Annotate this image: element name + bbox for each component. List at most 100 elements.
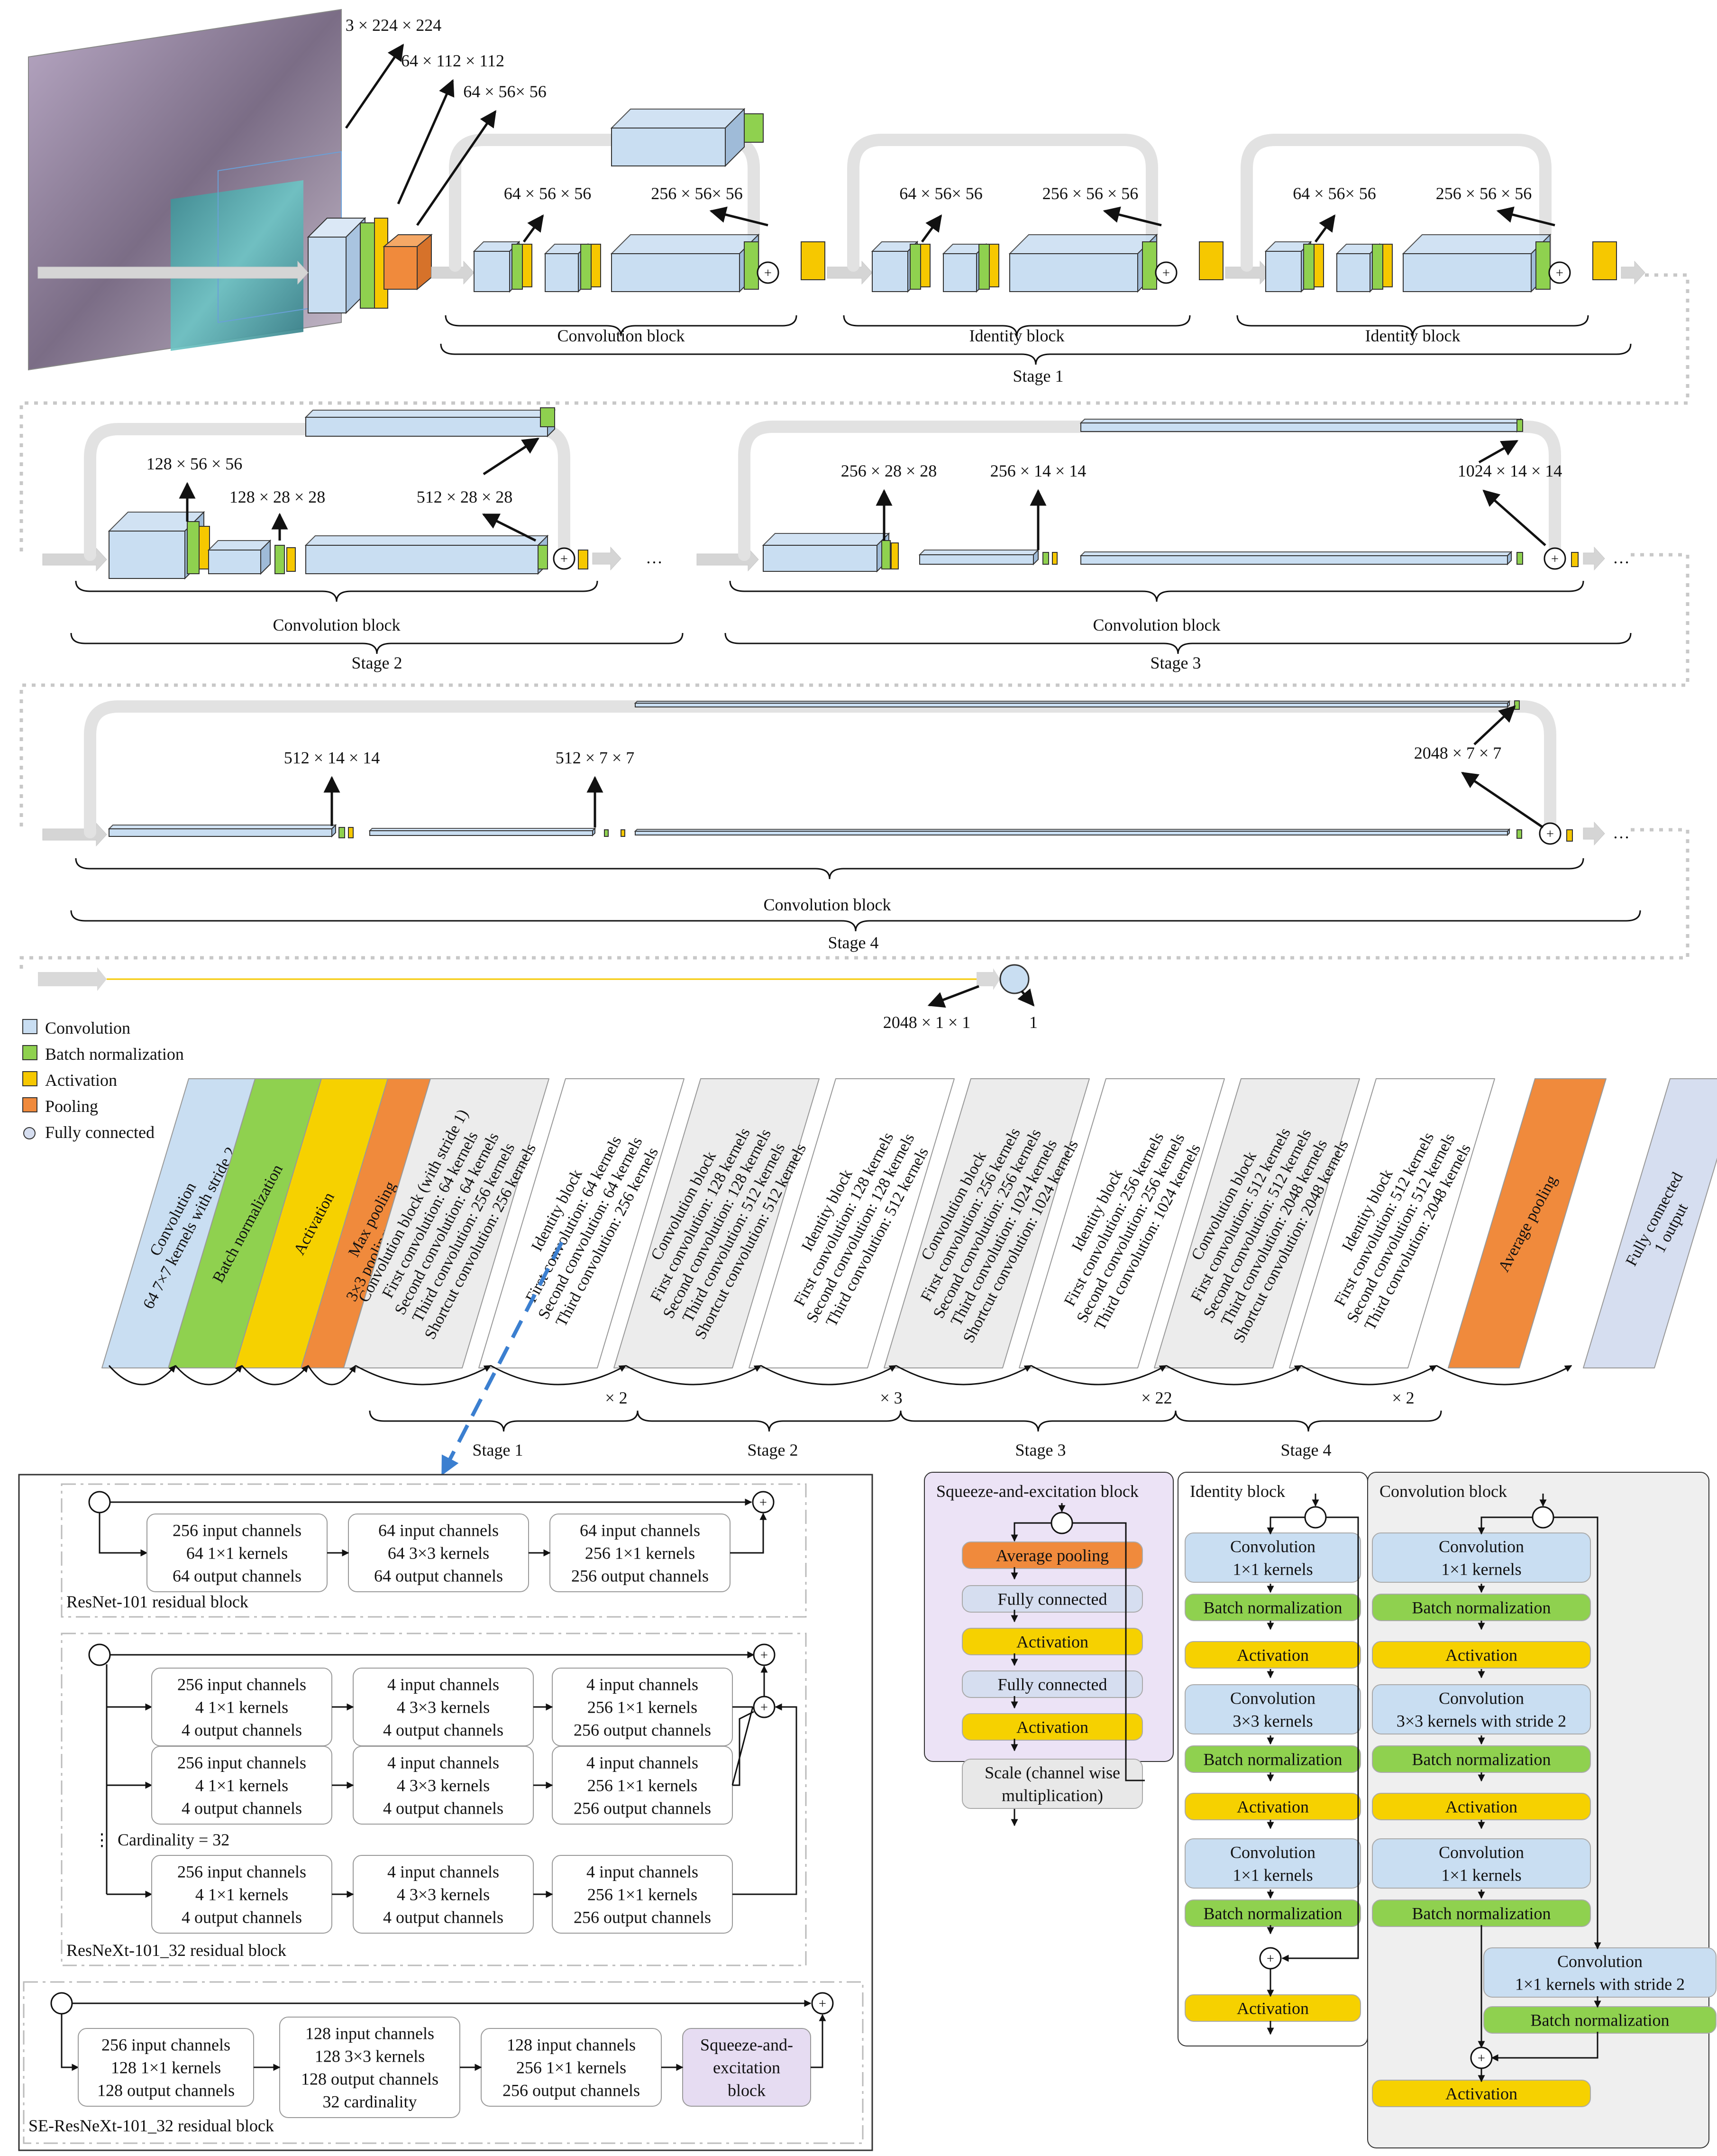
channel-box-line: 64 input channels — [580, 1521, 700, 1540]
resnet-branch — [99, 1513, 148, 1557]
stage2-block-label: Convolution block — [273, 615, 401, 634]
identity_block-item-line: Convolution — [1230, 1689, 1315, 1708]
channel-box-line: 4 input channels — [586, 1675, 698, 1694]
conv-b — [544, 243, 589, 293]
stage4-block-brace — [75, 858, 1584, 880]
stage2-add-symbol: + — [560, 552, 568, 567]
conv_block-item-line: Convolution — [1439, 1689, 1524, 1708]
channel-box-line: 128 input channels — [507, 2036, 636, 2055]
conv-c-front — [1403, 253, 1532, 292]
conv_block-item-line: Convolution — [1557, 1952, 1643, 1971]
stage3-conv-b-front — [919, 554, 1034, 565]
dimension-label: 64 × 56× 56 — [1293, 184, 1376, 203]
identity_block-item-2 — [1185, 1641, 1361, 1669]
se-resnext-add-symbol: + — [819, 1997, 826, 2011]
resnet-add — [752, 1491, 775, 1514]
stage3-act-a — [891, 542, 899, 569]
stage4-conv-c-side — [1507, 828, 1510, 836]
card-sequence-arc — [174, 1365, 243, 1385]
stage3-add-symbol: + — [1551, 552, 1559, 567]
conv-c-front — [1009, 253, 1138, 292]
stage-card-13: Average pooling — [1448, 1078, 1607, 1368]
identity_block-item-line: Batch normalization — [1204, 1904, 1343, 1923]
identity_block-item-line: Convolution — [1230, 1537, 1315, 1556]
resnext-add-inner-symbol: + — [760, 1700, 768, 1715]
stage1-block-label: Identity block — [1365, 326, 1461, 345]
se_block-item-line: Scale (channel wise — [985, 1763, 1120, 1782]
stage-brace-2 — [637, 1410, 902, 1432]
stage3-conv-a — [762, 532, 890, 573]
dimension-label: 256 × 14 × 14 — [990, 461, 1087, 480]
stage2-conv-c-front — [305, 545, 539, 574]
se_block-item-4 — [962, 1713, 1143, 1741]
dimension-label: 64 × 112 × 112 — [401, 51, 504, 70]
stage3-conv-c-front — [1080, 555, 1508, 565]
conv-shortcut-merge — [1491, 2032, 1598, 2062]
stage-brace-1 — [369, 1410, 639, 1432]
stage1-block-label: Identity block — [969, 326, 1065, 345]
se_block-item-0 — [962, 1541, 1143, 1569]
identity_block-item-line: 1×1 kernels — [1233, 1560, 1313, 1579]
identity_block-item-5 — [1185, 1793, 1361, 1820]
card-sequence-arc — [1031, 1365, 1167, 1385]
channel-box-line: 4 input channels — [387, 1675, 499, 1694]
stage3-act-out — [1571, 552, 1579, 567]
channel-box-line: 64 input channels — [378, 1521, 499, 1540]
conv_block-item-line: Batch normalization — [1412, 1598, 1551, 1617]
stage1-label: Stage 1 — [1013, 367, 1064, 385]
dimension-pointer-arrow — [1482, 489, 1546, 546]
card-shape — [1019, 1078, 1225, 1368]
dimension-pointer-arrow — [1478, 440, 1519, 464]
channel-box-line: 4 output channels — [182, 1908, 302, 1927]
conv-c-front — [611, 253, 740, 292]
channel-box-line: 256 1×1 kernels — [587, 1885, 697, 1904]
dimension-label: 256 × 56 × 56 — [1042, 184, 1139, 203]
channel-box-line: 4 input channels — [586, 1862, 698, 1881]
channel-box-line: 4 input channels — [387, 1862, 499, 1881]
stage-label: Stage 2 — [748, 1440, 798, 1459]
identity_block-item-line: Activation — [1237, 1646, 1309, 1665]
legend-label-1: Batch normalization — [45, 1045, 184, 1064]
se-skip — [1072, 1522, 1145, 1781]
stage-label: Stage 4 — [1281, 1440, 1332, 1459]
conv_block-item-2 — [1372, 1641, 1591, 1669]
identity_block-item-line: Batch normalization — [1204, 1598, 1343, 1617]
conv_block-item-line: Convolution — [1439, 1843, 1524, 1862]
conv-c — [1008, 233, 1158, 293]
dimension-pointer-arrow — [416, 110, 497, 226]
dimension-label: 1 — [1029, 1013, 1038, 1032]
dimension-pointer-arrow — [482, 513, 537, 542]
bn-c — [744, 241, 759, 290]
stage4-stage-brace — [70, 910, 1641, 932]
identity_block-item-line: Activation — [1237, 1999, 1309, 2018]
channel-box-line: 256 output channels — [574, 1721, 711, 1740]
conv-a-front — [872, 251, 908, 292]
act-a — [522, 244, 532, 287]
dimension-pointer-arrow — [345, 44, 404, 129]
stage1-block-3: + — [1241, 134, 1617, 293]
stage4-act-a — [348, 827, 354, 838]
stage1-stage-brace — [440, 343, 1632, 365]
conv_block-item-line: 1×1 kernels — [1441, 1866, 1521, 1885]
legend-label-2: Activation — [45, 1071, 117, 1090]
card-shape — [1448, 1078, 1607, 1368]
stage1-block-brace — [843, 315, 1191, 337]
stage4-conv-b-top — [368, 828, 596, 831]
shortcut-conv-side — [725, 108, 745, 167]
act-b — [1382, 244, 1393, 287]
stage1-stem — [307, 217, 433, 314]
channel-box-line: 256 input channels — [177, 1862, 306, 1881]
se_block-item-line: Activation — [1016, 1633, 1088, 1651]
dimension-pointer-arrow — [1461, 771, 1544, 829]
card-shape — [884, 1078, 1090, 1368]
channel-box-line: 256 output channels — [502, 2081, 640, 2100]
se-resnext-add — [811, 1992, 834, 2015]
se_block-item-3 — [962, 1670, 1143, 1698]
bn-a — [1303, 244, 1315, 290]
channel-box-line: 64 1×1 kernels — [186, 1544, 288, 1563]
